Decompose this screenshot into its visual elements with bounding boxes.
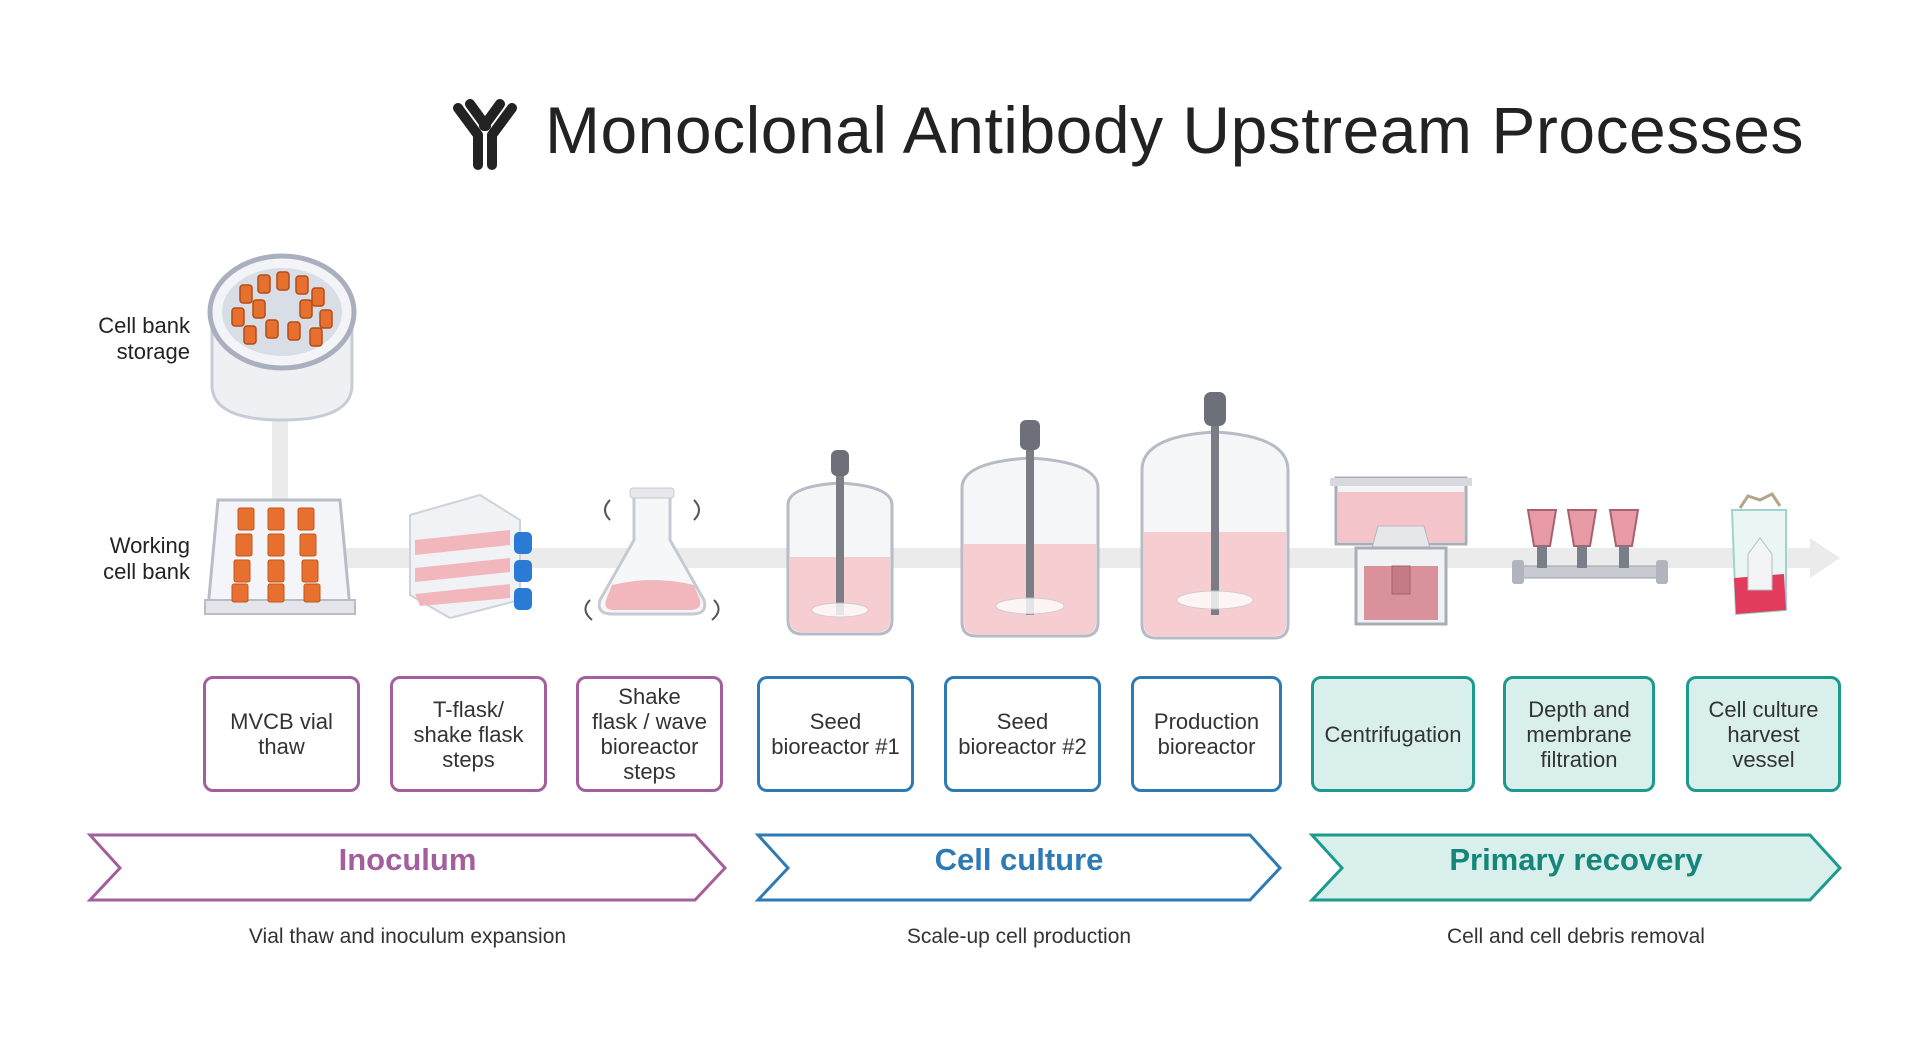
working-cell-bank-label: Working cell bank: [103, 533, 190, 584]
step-label: Cell culture harvest vessel: [1708, 696, 1819, 772]
step-label: MVCB vial thaw: [230, 709, 333, 759]
centrifuge-icon: [1330, 476, 1472, 626]
working-cell-bank-icon: [204, 498, 356, 615]
phase-chevrons: [86, 833, 1843, 902]
page-title: Monoclonal Antibody Upstream Processes: [545, 93, 1804, 167]
cell-culture-phase-label: Cell culture: [934, 842, 1104, 877]
step-box: Shake flask / wave bioreactor steps: [576, 676, 723, 792]
step-box: T-flask/ shake flask steps: [390, 676, 547, 792]
inoculum-description: Vial thaw and inoculum expansion: [248, 925, 567, 948]
step-box: Cell culture harvest vessel: [1686, 676, 1841, 792]
step-label: Depth and membrane filtration: [1526, 696, 1632, 772]
step-label: T-flask/ shake flask steps: [413, 696, 524, 772]
primary-recovery-description: Cell and cell debris removal: [1447, 925, 1705, 948]
shake-flask-icon: [584, 487, 720, 621]
cell-culture-chevron: [754, 833, 1283, 902]
seed-bioreactor-1-icon: [786, 450, 894, 636]
t-flask-icon: [409, 493, 532, 620]
primary-recovery-chevron: [1308, 833, 1843, 902]
step-label: Seed bioreactor #1: [771, 709, 900, 759]
inoculum-chevron: [86, 833, 728, 902]
step-label: Centrifugation: [1324, 721, 1462, 747]
seed-bioreactor-2-icon: [960, 420, 1100, 638]
harvest-bag-icon: [1730, 492, 1787, 616]
step-box: Centrifugation: [1311, 676, 1475, 792]
primary-recovery-phase-label: Primary recovery: [1449, 842, 1703, 877]
cell-culture-description: Scale-up cell production: [906, 925, 1132, 948]
step-box: Seed bioreactor #1: [757, 676, 914, 792]
step-box: Depth and membrane filtration: [1503, 676, 1655, 792]
cell-bank-storage-label: Cell bank storage: [98, 313, 190, 364]
inoculum-phase-label: Inoculum: [338, 842, 477, 877]
antibody-icon: [453, 99, 517, 170]
step-box: MVCB vial thaw: [203, 676, 360, 792]
cell-bank-storage-icon: [207, 253, 357, 422]
step-label: Shake flask / wave bioreactor steps: [592, 684, 707, 784]
production-bioreactor-icon: [1140, 392, 1290, 640]
step-box: Production bioreactor: [1131, 676, 1282, 792]
step-box: Seed bioreactor #2: [944, 676, 1101, 792]
filtration-manifold-icon: [1512, 509, 1668, 584]
step-label: Production bioreactor: [1153, 709, 1260, 759]
step-label: Seed bioreactor #2: [958, 709, 1087, 759]
